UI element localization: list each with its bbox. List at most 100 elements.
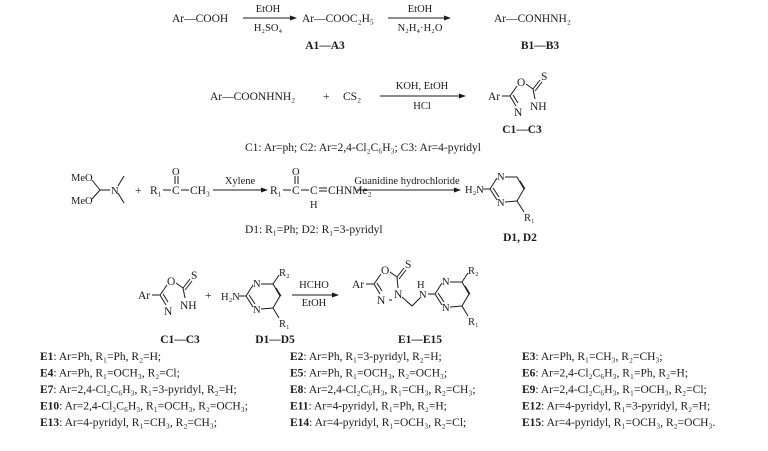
reagent-top: Xylene bbox=[225, 176, 256, 187]
arrow-head-icon bbox=[454, 187, 461, 193]
compound-substituents: : Ar=Ph, R₁=OCH₃, R₂=OCH₃; bbox=[303, 368, 447, 380]
carbonyl-carbon: C bbox=[172, 185, 180, 197]
substituent-caption: D1: R₁=Ph; D2: R₁=3-pyridyl bbox=[245, 224, 383, 236]
hydrazide: Ar—CONHNH₂ bbox=[494, 13, 571, 25]
arrow-head-icon bbox=[290, 15, 297, 21]
methoxy-group: MeO bbox=[71, 173, 93, 184]
compound-substituents: : Ar=2,4-Cl₂C₆H₃, R₁=OCH₃, R₂=OCH₃; bbox=[59, 401, 248, 413]
compound-entry: E3: Ar=Ph, R₁=CH₃, R₂=CH₃; bbox=[522, 351, 663, 363]
plus-sign: + bbox=[205, 290, 212, 302]
reagent-top: Guanidine hydrochloride bbox=[354, 176, 460, 187]
thione-sulfur: S bbox=[191, 270, 197, 282]
compound-entry: E14: Ar=4-pyridyl, R₁=OCH₃, R₂=Cl; bbox=[290, 417, 466, 429]
product-label: E1—E15 bbox=[398, 334, 442, 346]
compound-substituents: : Ar=2,4-Cl₂C₆H₃, R₁=CH₃, R₂=CH₃; bbox=[303, 384, 475, 396]
amine-nitrogen: N bbox=[419, 290, 427, 301]
compound-id: E1 bbox=[40, 351, 54, 363]
ring-nitrogen: N bbox=[253, 305, 261, 316]
thione-sulfur: S bbox=[405, 259, 411, 271]
hydrazide-reactant: Ar—COONHNH₂ bbox=[210, 91, 295, 103]
carbonyl-oxygen: O bbox=[292, 167, 300, 178]
compound-entry: E13: Ar=4-pyridyl, R₁=CH₃, R₂=CH₃; bbox=[40, 417, 217, 429]
ring-nitrogen: N bbox=[514, 107, 523, 119]
r1-group: R₁ bbox=[270, 185, 282, 197]
compound-id: E10 bbox=[40, 401, 59, 413]
ar-group: Ar bbox=[138, 290, 150, 302]
compound-id: E4 bbox=[40, 368, 54, 380]
vinyl-hydrogen: H bbox=[310, 200, 318, 211]
ester-label: A1—A3 bbox=[305, 40, 345, 52]
reagent-top: EtOH bbox=[408, 4, 433, 15]
compound-substituents: : Ar=Ph, R₁=CH₃, R₂=CH₃; bbox=[535, 351, 662, 363]
compound-id: E14 bbox=[290, 417, 309, 429]
aminopyrimidine-ring: H₂N N R₂ N R₁ bbox=[221, 268, 290, 330]
reagent-bottom: H₂SO₄ bbox=[254, 23, 283, 34]
ring-nitrogen: N bbox=[497, 198, 505, 209]
arrow-head-icon bbox=[459, 93, 466, 99]
ring-nh: NH bbox=[180, 300, 197, 312]
compound-entry: E8: Ar=2,4-Cl₂C₆H₃, R₁=CH₃, R₂=CH₃; bbox=[290, 384, 476, 396]
scheme-oxadiazole-formation: Ar—COONHNH₂ + CS₂ KOH, EtOH HCl Ar O S N… bbox=[210, 71, 547, 154]
compound-id: E3 bbox=[522, 351, 536, 363]
compound-entry: E15: Ar=4-pyridyl, R₁=OCH₃, R₂=OCH₃. bbox=[522, 417, 715, 429]
r2-group: R₂ bbox=[279, 268, 290, 279]
compound-entry: E10: Ar=2,4-Cl₂C₆H₃, R₁=OCH₃, R₂=OCH₃; bbox=[40, 401, 248, 413]
compound-id: E12 bbox=[522, 401, 541, 413]
compound-substituents: : Ar=Ph, R₁=Ph, R₂=H; bbox=[53, 351, 161, 363]
ring-nitrogen: N bbox=[394, 289, 403, 301]
compound-entry: E1: Ar=Ph, R₁=Ph, R₂=H; bbox=[40, 351, 161, 363]
scheme-aminopyrimidine-synthesis: MeO MeO N + R₁ C O CH₃ Xylene R₁ C O C H… bbox=[71, 167, 537, 244]
compound-substituents: : Ar=Ph, R₁=OCH₃, R₂=Cl; bbox=[53, 368, 179, 380]
compound-substituents: : Ar=2,4-Cl₂C₆H₃, R₁=Ph, R₂=H; bbox=[535, 368, 688, 380]
amine-hydrogen: H bbox=[417, 280, 425, 291]
compound-id: E9 bbox=[522, 384, 536, 396]
thione-sulfur: S bbox=[541, 71, 547, 83]
oxadiazole-thione-ring: Ar O S NH N bbox=[138, 270, 197, 318]
ar-group: Ar bbox=[488, 91, 500, 103]
ar-group: Ar bbox=[352, 279, 364, 291]
compound-id: E7 bbox=[40, 384, 54, 396]
compound-substituents: : Ar=2,4-Cl₂C₆H₃, R₁=3-pyridyl, R₂=H; bbox=[53, 384, 236, 396]
compound-substituents: : Ar=4-pyridyl, R₁=CH₃, R₂=CH₃; bbox=[59, 417, 217, 429]
compound-id: E8 bbox=[290, 384, 304, 396]
amino-group: H₂N bbox=[221, 292, 240, 303]
r1-group: R₁ bbox=[150, 185, 162, 197]
compound-id: E15 bbox=[522, 417, 541, 429]
dimethylamino-nitrogen: N bbox=[111, 186, 119, 197]
carbon-disulfide: CS₂ bbox=[343, 91, 361, 103]
ring-nitrogen: N bbox=[442, 277, 450, 288]
compound-entry: E6: Ar=2,4-Cl₂C₆H₃, R₁=Ph, R₂=H; bbox=[522, 368, 688, 380]
compound-substituents: : Ar=4-pyridyl, R₁=OCH₃, R₂=OCH₃. bbox=[541, 417, 715, 429]
amino-group: H₂N bbox=[465, 185, 484, 196]
vinyl-carbon: C bbox=[310, 185, 318, 197]
compound-id: E6 bbox=[522, 368, 536, 380]
ring-nitrogen: N bbox=[377, 295, 386, 307]
reagent-bottom: EtOH bbox=[302, 298, 327, 309]
compound-entry: E5: Ar=Ph, R₁=OCH₃, R₂=OCH₃; bbox=[290, 368, 447, 380]
ester: Ar—COOC₂H₅ bbox=[302, 13, 374, 25]
carbonyl-carbon: C bbox=[292, 185, 300, 197]
ring-nitrogen: N bbox=[497, 172, 505, 183]
compound-substituents: : Ar=4-pyridyl, R₁=OCH₃, R₂=Cl; bbox=[309, 417, 466, 429]
product-structure: Ar O S N N H N N R₂ N bbox=[352, 259, 479, 328]
oxadiazole-label: C1—C3 bbox=[160, 334, 200, 346]
reagent-top: KOH, EtOH bbox=[396, 81, 449, 92]
r2-group: R₂ bbox=[468, 266, 479, 277]
compound-entry: E7: Ar=2,4-Cl₂C₆H₃, R₁=3-pyridyl, R₂=H; bbox=[40, 384, 237, 396]
hydrazide-label: B1—B3 bbox=[521, 40, 560, 52]
plus-sign: + bbox=[135, 185, 142, 197]
compound-entry: E12: Ar=4-pyridyl, R₁=3-pyridyl, R₂=H; bbox=[522, 401, 710, 413]
ring-nitrogen: N bbox=[442, 303, 450, 314]
compound-entry: E4: Ar=Ph, R₁=OCH₃, R₂=Cl; bbox=[40, 368, 180, 380]
compound-entry: E2: Ar=Ph, R₁=3-pyridyl, R₂=H; bbox=[290, 351, 442, 363]
compound-entry: E9: Ar=2,4-Cl₂C₆H₃, R₁=OCH₃, R₂=Cl; bbox=[522, 384, 707, 396]
compound-substituents: : Ar=Ph, R₁=3-pyridyl, R₂=H; bbox=[303, 351, 441, 363]
arrow-head-icon bbox=[261, 187, 268, 193]
r1-group: R₁ bbox=[279, 319, 290, 330]
arrow-head-icon bbox=[332, 292, 339, 298]
scheme-mannich-reaction: Ar O S NH N + H₂N N R₂ N bbox=[138, 259, 479, 346]
compound-id: E5 bbox=[290, 368, 304, 380]
compound-entry: E11: Ar=4-pyridyl, R₁=Ph, R₂=H; bbox=[290, 401, 447, 413]
ring-nitrogen: N bbox=[253, 279, 261, 290]
